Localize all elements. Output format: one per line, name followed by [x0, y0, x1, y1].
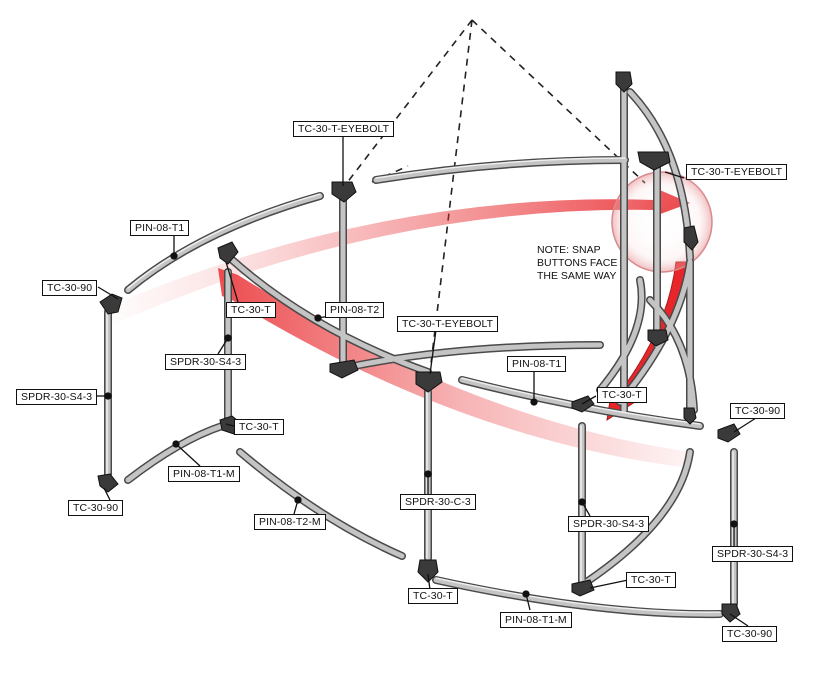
label-pin08-t1-upper-right: PIN-08-T1	[507, 356, 567, 372]
label-spdr30-s4-3-far-right: SPDR-30-S4-3	[712, 546, 794, 562]
label-tc30-t-lower-center: TC-30-T	[408, 588, 458, 604]
label-tc30-t-eyebolt-right: TC-30-T-EYEBOLT	[686, 164, 788, 180]
label-spdr30-s4-3-front-right: SPDR-30-S4-3	[568, 516, 650, 532]
label-pin08-t1-m-front: PIN-08-T1-M	[500, 612, 572, 628]
label-tc30-t-eyebolt-top: TC-30-T-EYEBOLT	[293, 121, 395, 137]
frame-tubes	[104, 86, 738, 619]
label-tc30-90-left-bottom: TC-30-90	[68, 500, 124, 516]
label-pin08-t1-upper-left: PIN-08-T1	[130, 220, 190, 236]
label-tc30-t-lower-right: TC-30-T	[626, 572, 676, 588]
label-tc30-t-lower-left: TC-30-T	[234, 419, 284, 435]
label-pin08-t2-upper: PIN-08-T2	[325, 302, 385, 318]
label-tc30-t-eyebolt-center: TC-30-T-EYEBOLT	[397, 316, 499, 332]
label-tc30-90-right-bottom: TC-30-90	[722, 626, 778, 642]
label-tc30-90-left-top: TC-30-90	[42, 280, 98, 296]
lower-arrow	[218, 268, 690, 468]
label-tc30-t-upper-right: TC-30-T	[597, 387, 647, 403]
label-tc30-90-right-top: TC-30-90	[730, 403, 786, 419]
label-spdr30-s4-3-outer-left: SPDR-30-S4-3	[16, 389, 98, 405]
note-line-3: THE SAME WAY	[537, 270, 617, 282]
note-line-1: NOTE: SNAP	[537, 244, 601, 256]
leader-lines	[94, 136, 757, 627]
snap-button-note: NOTE: SNAP BUTTONS FACE THE SAME WAY	[537, 244, 617, 283]
label-pin08-t2-m: PIN-08-T2-M	[254, 514, 326, 530]
note-line-2: BUTTONS FACE	[537, 257, 618, 269]
label-spdr30-s4-3-inner-left: SPDR-30-S4-3	[165, 354, 247, 370]
label-spdr30-c-3: SPDR-30-C-3	[400, 494, 476, 510]
label-tc30-t-upper-left: TC-30-T	[226, 302, 276, 318]
label-pin08-t1-m-left: PIN-08-T1-M	[168, 466, 240, 482]
